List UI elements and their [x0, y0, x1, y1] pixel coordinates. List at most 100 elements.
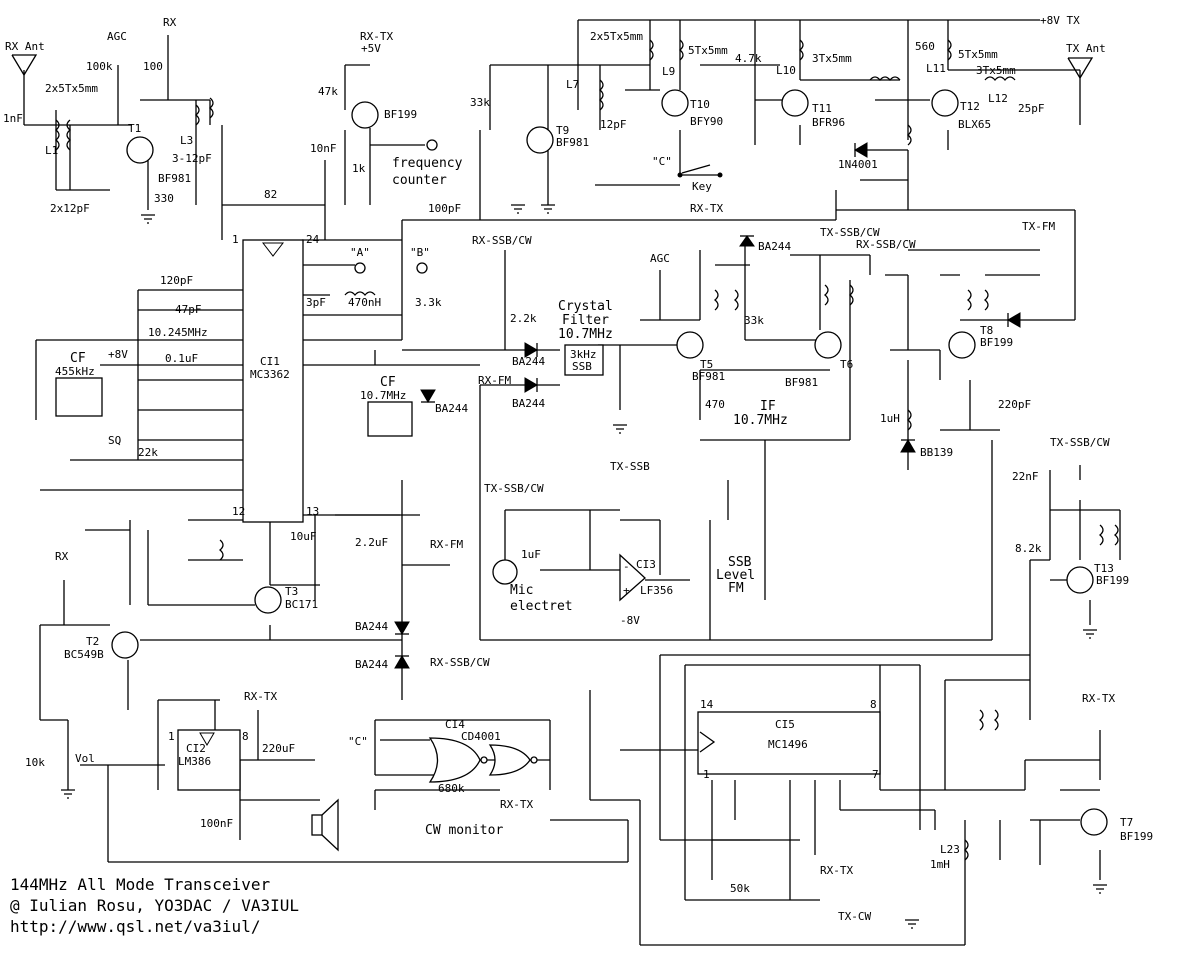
rail-txssb-4: TX-SSB/CW	[1050, 436, 1110, 449]
rail-agc-2: AGC	[650, 252, 670, 265]
l10-spec: 3Tx5mm	[812, 52, 852, 65]
c-12pf-l8: 12pF	[600, 118, 627, 131]
r-22k-rxssb: 2.2k	[510, 312, 537, 325]
ci1-part: MC3362	[250, 368, 290, 381]
c-10uf-af: 10uF	[290, 530, 317, 543]
ssb-filter-l2: SSB	[572, 360, 592, 373]
rail-rx-1: RX	[163, 16, 177, 29]
l11-spec: 5Tx5mm	[958, 48, 998, 61]
mic-l1: Mic	[510, 583, 533, 598]
rail-8v-tx: +8V TX	[1040, 14, 1080, 27]
vol-label: Vol	[75, 752, 95, 765]
key-label: Key	[692, 180, 712, 193]
t13-ref: T13	[1094, 562, 1114, 575]
svg-text:8: 8	[870, 698, 877, 711]
rail-rxtx-2: RX-TX	[690, 202, 723, 215]
svg-text:1: 1	[232, 233, 239, 246]
rail-agc-1: AGC	[107, 30, 127, 43]
ci5-ref: CI5	[775, 718, 795, 731]
c-2x12pf-l1: 2x12pF	[50, 202, 90, 215]
diode-1n4001-label: 1N4001	[838, 158, 878, 171]
c-3pf-osc: 3pF	[306, 296, 326, 309]
t2-ref: T2	[86, 635, 99, 648]
l1-ref: L1	[45, 144, 58, 157]
title-line2: @ Iulian Rosu, YO3DAC / VA3IUL	[10, 896, 299, 915]
ci4-cd4001	[428, 737, 538, 783]
ci3-opamp: -+	[619, 553, 646, 602]
r-680k-cw: 680k	[438, 782, 465, 795]
rail-rxtx-3: RX-TX	[244, 690, 277, 703]
t8-part: BF199	[980, 336, 1013, 349]
l7-ref: L7	[566, 78, 579, 91]
svg-text:8: 8	[242, 730, 249, 743]
rail-rxfm-1: RX-FM	[478, 374, 511, 387]
t2-part: BC549B	[64, 648, 104, 661]
t10-ref: T10	[690, 98, 710, 111]
ci3-ref: CI3	[636, 558, 656, 571]
r-330-t1: 330	[154, 192, 174, 205]
xtal-label: 10.245MHz	[148, 326, 208, 339]
cf455-box	[55, 377, 103, 417]
l23-spec: 1mH	[930, 858, 950, 871]
tx-ant-label: TX Ant	[1066, 42, 1106, 55]
rail-txfm: TX-FM	[1022, 220, 1055, 233]
svg-text:-: -	[623, 560, 630, 573]
c-1nf-rxant: 1nF	[3, 112, 23, 125]
t3-ref: T3	[285, 585, 298, 598]
r-100k-agc: 100k	[86, 60, 113, 73]
rail-txssb-3: TX-SSB/CW	[820, 226, 880, 239]
d-ba244-2: BA244	[512, 397, 545, 410]
c-22nf-t13: 22nF	[1012, 470, 1039, 483]
c-220pf-t8: 220pF	[998, 398, 1031, 411]
rail-rxtx-6: RX-TX	[1082, 692, 1115, 705]
d-ba244-4: BA244	[355, 620, 388, 633]
t12-ref: T12	[960, 100, 980, 113]
t5-ref: T5	[700, 358, 713, 371]
r-33k-t9: 33k	[470, 96, 490, 109]
cf107-l1: CF	[380, 375, 396, 390]
c-1uf-mic: 1uF	[521, 548, 541, 561]
l12-spec: 3Tx5mm	[976, 64, 1016, 77]
t5-part: BF981	[692, 370, 725, 383]
title-line3[interactable]: http://www.qsl.net/va3iul/	[10, 917, 260, 936]
l3-ref: L3	[180, 134, 193, 147]
r-560-pa: 560	[915, 40, 935, 53]
ci2-part: LM386	[178, 755, 211, 768]
svg-text:12: 12	[232, 505, 245, 518]
speaker-icon	[311, 798, 339, 852]
l11-ref: L11	[926, 62, 946, 75]
r-100-rx: 100	[143, 60, 163, 73]
cf455-l1: CF	[70, 351, 86, 366]
rail-rxtx-5: RX-TX	[820, 864, 853, 877]
rail-rxssb-3: RX-SSB/CW	[430, 656, 490, 669]
l1-spec: 2x5Tx5mm	[45, 82, 98, 95]
ssb-level-l2: Level	[716, 568, 755, 583]
t9-ref: T9	[556, 124, 569, 137]
r-33k-l14: 33k	[744, 314, 764, 327]
c-10nf-fc: 10nF	[310, 142, 337, 155]
ci2-ref: CI2	[186, 742, 206, 755]
l-1uh-vco: 1uH	[880, 412, 900, 425]
t9-part: BF981	[556, 136, 589, 149]
rail-txssb-2: TX-SSB	[610, 460, 650, 473]
wiring	[23, 19, 1121, 946]
point-c2-label: "C"	[348, 735, 368, 748]
t8-ref: T8	[980, 324, 993, 337]
rail-txssb-1: TX-SSB/CW	[484, 482, 544, 495]
rail-rxssb-2: RX-SSB/CW	[856, 238, 916, 251]
l3-spec: 3-12pF	[172, 152, 212, 165]
freq-counter-l2: counter	[392, 173, 447, 188]
l7-spec: 2x5Tx5mm	[590, 30, 643, 43]
svg-text:14: 14	[700, 698, 714, 711]
ssb-filter-l1: 3kHz	[570, 348, 597, 361]
ci4-ref: CI4	[445, 718, 465, 731]
ci5-part: MC1496	[768, 738, 808, 751]
if-l2: 10.7MHz	[733, 413, 788, 428]
cf107-l2: 10.7MHz	[360, 389, 406, 402]
rail-rx-2: RX	[55, 550, 69, 563]
rail-rxfm-2: RX-FM	[430, 538, 463, 551]
rail-txcw: TX-CW	[838, 910, 871, 923]
